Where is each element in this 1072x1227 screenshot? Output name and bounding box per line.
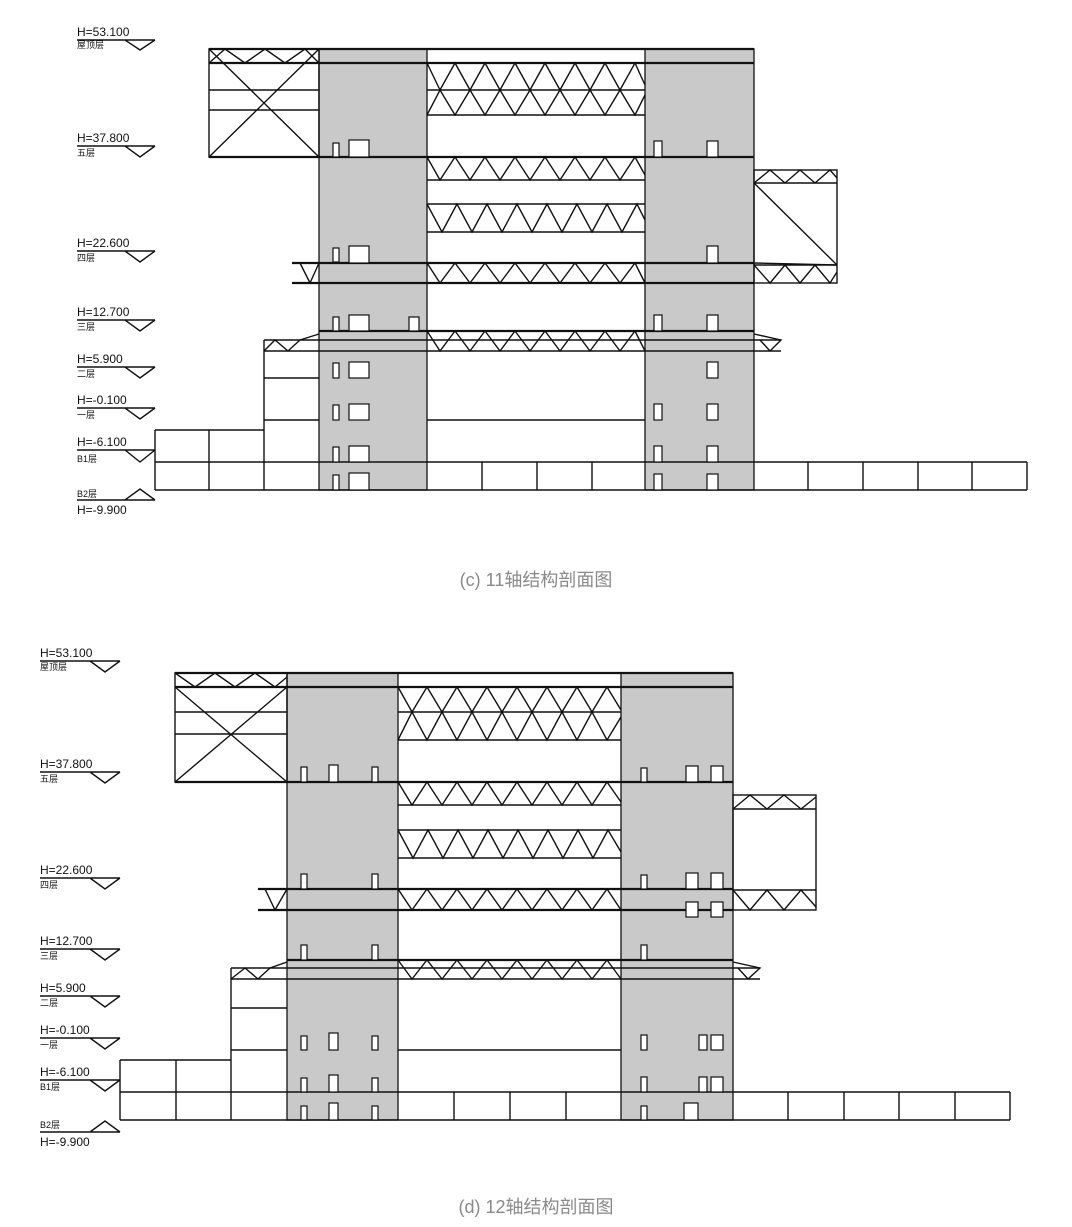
openings-right-core bbox=[653, 140, 719, 491]
level-floor-3: 三层 bbox=[77, 322, 95, 332]
level-elev-9900: H=-9.900 bbox=[40, 1135, 90, 1149]
level-floor-5: 五层 bbox=[77, 148, 95, 158]
level-elev-37800: H=37.800 bbox=[77, 131, 130, 145]
mid-trusses bbox=[397, 780, 622, 860]
level-elev-9900: H=-9.900 bbox=[77, 503, 127, 517]
caption-c: (c) 11轴结构剖面图 bbox=[459, 570, 613, 590]
level-floor-b2: B2层 bbox=[40, 1120, 60, 1130]
level-elev-5900: H=5.900 bbox=[40, 981, 86, 995]
level-elev-22600: H=22.600 bbox=[40, 863, 93, 877]
openings-left-core bbox=[300, 764, 379, 1121]
top-left-cantilever bbox=[208, 48, 320, 158]
level-elev-0100: H=-0.100 bbox=[77, 393, 127, 407]
right-cantilever bbox=[732, 794, 817, 912]
level-elev-12700: H=12.700 bbox=[77, 305, 130, 319]
level-floor-4: 四层 bbox=[40, 880, 58, 890]
top-truss bbox=[397, 685, 622, 742]
core-wall-left bbox=[318, 48, 428, 491]
level-floor-b1: B1层 bbox=[77, 454, 97, 464]
openings-right-core bbox=[640, 765, 724, 1121]
top-left-cantilever bbox=[174, 672, 288, 783]
section-drawing-axis-11: H=53.100 屋顶层 H=37.800 五层 H=22.600 四层 H=1… bbox=[0, 0, 1072, 560]
level-elev-6100: H=-6.100 bbox=[77, 435, 127, 449]
level-elev-22600: H=22.600 bbox=[77, 236, 130, 250]
basement-grid bbox=[154, 419, 1028, 491]
level-elev-12700: H=12.700 bbox=[40, 934, 93, 948]
core-wall-right bbox=[644, 48, 755, 491]
section-svg-c: H=53.100 屋顶层 H=37.800 五层 H=22.600 四层 H=1… bbox=[77, 25, 1028, 517]
level-floor-b2: B2层 bbox=[77, 489, 97, 499]
right-cantilever bbox=[753, 169, 838, 285]
level-floor-b1: B1层 bbox=[40, 1082, 60, 1092]
level-elev-6100: H=-6.100 bbox=[40, 1065, 90, 1079]
caption-d: (d) 12轴结构剖面图 bbox=[458, 1197, 614, 1217]
core-wall-right bbox=[620, 672, 734, 1121]
floor3-truss bbox=[263, 329, 783, 490]
floor3-truss bbox=[230, 958, 762, 1120]
level-elev-37800: H=37.800 bbox=[40, 757, 93, 771]
level-elev-0100: H=-0.100 bbox=[40, 1023, 90, 1037]
top-truss bbox=[426, 61, 646, 117]
basement-grid bbox=[119, 1049, 1011, 1121]
level-elev-53100: H=53.100 bbox=[77, 25, 130, 39]
openings-left-core bbox=[332, 139, 420, 491]
core-wall-left bbox=[286, 672, 399, 1121]
level-markers: H=53.100 屋顶层 H=37.800 五层 H=22.600 四层 H=1… bbox=[77, 25, 156, 517]
level-floor-2: 二层 bbox=[77, 369, 95, 379]
level-floor-roof: 屋顶层 bbox=[77, 40, 104, 50]
level-floor-5: 五层 bbox=[40, 774, 58, 784]
level-floor-1: 一层 bbox=[40, 1040, 58, 1050]
floor4-truss bbox=[292, 261, 838, 285]
level-floor-3: 三层 bbox=[40, 951, 58, 961]
level-floor-2: 二层 bbox=[40, 998, 58, 1008]
section-svg-d: H=53.100 屋顶层 H=37.800 五层 H=22.600 四层 H=1… bbox=[40, 646, 1011, 1149]
level-floor-roof: 屋顶层 bbox=[40, 662, 67, 672]
level-elev-53100: H=53.100 bbox=[40, 646, 93, 660]
level-floor-4: 四层 bbox=[77, 253, 95, 263]
floor4-truss bbox=[258, 887, 733, 912]
mid-trusses bbox=[426, 155, 646, 234]
level-floor-1: 一层 bbox=[77, 410, 95, 420]
section-drawing-axis-12: H=53.100 屋顶层 H=37.800 五层 H=22.600 四层 H=1… bbox=[0, 622, 1072, 1182]
level-markers: H=53.100 屋顶层 H=37.800 五层 H=22.600 四层 H=1… bbox=[40, 646, 121, 1149]
level-elev-5900: H=5.900 bbox=[77, 352, 123, 366]
